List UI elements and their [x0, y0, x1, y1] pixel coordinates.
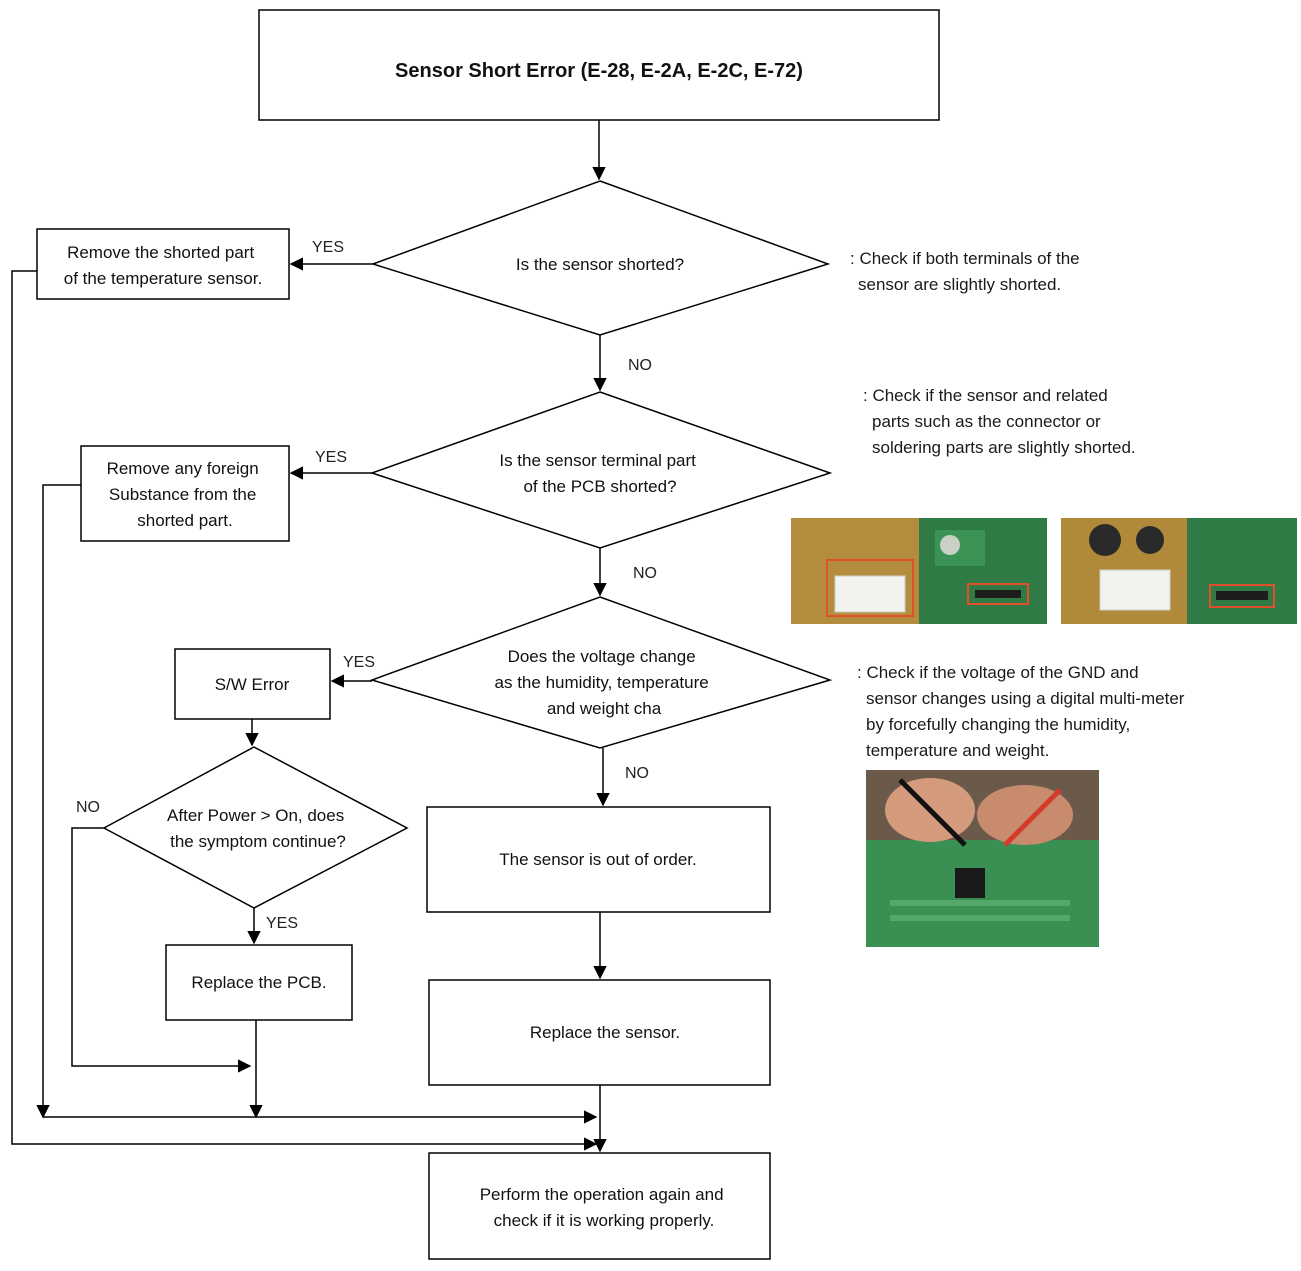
decision-pcb-terminal-shorted	[369, 391, 833, 549]
action-replace-pcb-text: Replace the PCB.	[191, 973, 326, 992]
action-replace-pcb	[165, 944, 353, 1021]
label-no-1: NO	[628, 357, 652, 374]
label-no-3: NO	[625, 765, 649, 782]
action-replace-sensor-text: Replace the sensor.	[530, 1023, 680, 1042]
path-remove-shorted-loop	[11, 270, 598, 1151]
decision-sensor-shorted-text: Is the sensor shorted?	[516, 255, 684, 274]
label-no-4: NO	[76, 799, 100, 816]
path-remove-foreign-loop	[36, 484, 81, 1119]
decision-symptom-continue	[102, 746, 409, 909]
action-perform-again	[428, 1152, 771, 1260]
action-remove-foreign-substance	[80, 445, 290, 542]
action-remove-shorted-part	[36, 228, 290, 300]
action-sw-error-text: S/W Error	[215, 675, 290, 694]
label-no-2: NO	[633, 565, 657, 582]
action-remove-foreign-substance-text: Remove any foreign Substance from the sh…	[107, 459, 264, 530]
connectors	[11, 120, 610, 1153]
decision-voltage-change-text: Does the voltage change as the humidity,…	[495, 647, 714, 718]
decision-voltage-change	[369, 596, 833, 749]
path-d4-no	[71, 827, 252, 1073]
label-yes-3: YES	[343, 654, 375, 671]
label-yes-4: YES	[266, 915, 298, 932]
action-replace-sensor	[428, 979, 771, 1086]
pcb-photo-left	[791, 518, 1047, 624]
multimeter-photo	[866, 770, 1099, 947]
note-connector-shorted: : Check if the sensor and related parts …	[863, 386, 1136, 457]
pcb-photo-right	[1061, 518, 1297, 624]
action-perform-again-text: Perform the operation again and check if…	[480, 1185, 729, 1230]
label-yes-2: YES	[315, 449, 347, 466]
label-yes-1: YES	[312, 239, 344, 256]
decision-pcb-terminal-shorted-text: Is the sensor terminal part of the PCB s…	[499, 451, 700, 496]
action-remove-shorted-part-text: Remove the shorted part of the temperatu…	[64, 243, 262, 288]
action-sensor-out-of-order	[426, 806, 771, 913]
decision-symptom-continue-text: After Power > On, does the symptom conti…	[167, 806, 349, 851]
title-text: Sensor Short Error (E-28, E-2A, E-2C, E-…	[395, 60, 803, 82]
action-sensor-out-of-order-text: The sensor is out of order.	[499, 850, 697, 869]
note-voltage-check: : Check if the voltage of the GND and se…	[857, 663, 1189, 760]
note-terminals-shorted: : Check if both terminals of the sensor …	[850, 249, 1084, 294]
title-box	[258, 9, 940, 121]
